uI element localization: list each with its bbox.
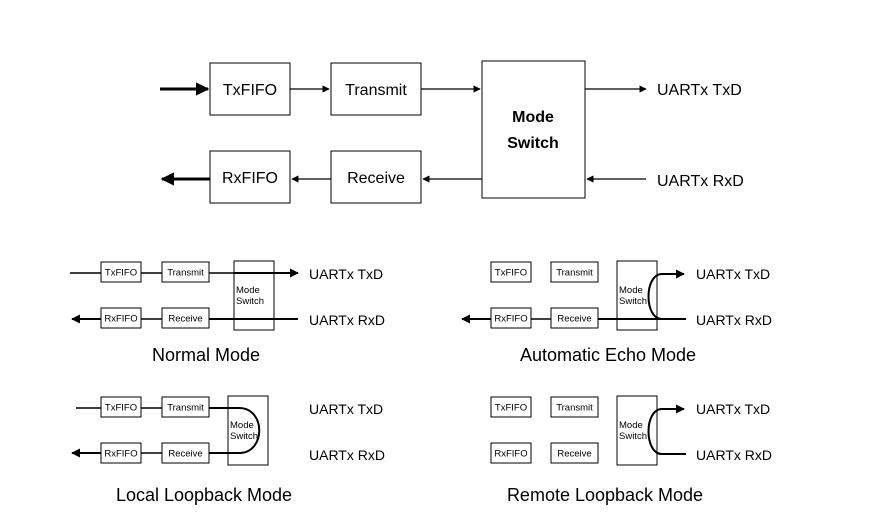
mode-caption: Normal Mode: [152, 345, 260, 365]
txfifo-block: [490, 396, 532, 418]
receive-label: Receive: [557, 449, 591, 460]
txfifo-label: TxFIFO: [105, 403, 137, 414]
mode-caption: Automatic Echo Mode: [520, 345, 696, 365]
transmit-block: [550, 261, 599, 283]
mode-switch-label-line1: Mode: [619, 285, 643, 296]
txfifo-label: TxFIFO: [495, 268, 527, 279]
txfifo-label: TxFIFO: [105, 268, 137, 279]
rxfifo-label: RxFIFO: [494, 314, 527, 325]
txfifo-block: [100, 261, 142, 283]
txd-label: UARTx TxD: [309, 401, 383, 417]
txd-label: UARTx TxD: [696, 266, 770, 282]
txfifo-label: TxFIFO: [495, 403, 527, 414]
mode-caption: Local Loopback Mode: [116, 485, 292, 505]
txfifo-block: [100, 396, 142, 418]
transmit-block: [550, 396, 599, 418]
local-loop-path: [209, 407, 261, 454]
main-diagram: TxFIFO Transmit Mode Switch UARTx TxD UA…: [160, 60, 744, 204]
receive-label: Receive: [347, 170, 405, 187]
txd-label: UARTx TxD: [309, 266, 383, 282]
mode-switch-label-line2: Switch: [236, 296, 264, 307]
mode-caption: Remote Loopback Mode: [507, 485, 703, 505]
transmit-label: Transmit: [556, 403, 593, 414]
receive-block: [330, 150, 422, 204]
rxd-label: UARTx RxD: [657, 173, 744, 190]
transmit-block: [330, 62, 422, 116]
rxd-label: UARTx RxD: [696, 447, 772, 463]
rxfifo-label: RxFIFO: [104, 449, 137, 460]
mode-switch-label-line2: Switch: [507, 135, 559, 152]
rxfifo-block: [490, 442, 532, 464]
txd-label: UARTx TxD: [696, 401, 770, 417]
automatic-echo-mode-diagram: TxFIFO Transmit Mode Switch UARTx TxD UA…: [461, 260, 772, 365]
normal-mode-diagram: TxFIFO Transmit Mode Switch UARTx TxD UA…: [70, 260, 385, 365]
rxfifo-label: RxFIFO: [104, 314, 137, 325]
mode-switch-label-line1: Mode: [236, 285, 260, 296]
txfifo-block: [490, 261, 532, 283]
rxd-label: UARTx RxD: [309, 312, 385, 328]
transmit-label: Transmit: [167, 268, 204, 279]
mode-switch-label-line1: Mode: [230, 420, 254, 431]
mode-switch-label-line2: Switch: [619, 296, 647, 307]
txfifo-label: TxFIFO: [223, 82, 277, 99]
mode-switch-label-line1: Mode: [512, 109, 554, 126]
transmit-label: Transmit: [556, 268, 593, 279]
receive-block: [161, 307, 210, 329]
rxfifo-block: [209, 150, 291, 204]
mode-switch-block: [616, 395, 658, 466]
receive-block: [550, 307, 599, 329]
rxd-label: UARTx RxD: [309, 447, 385, 463]
transmit-block: [161, 261, 210, 283]
receive-label: Receive: [557, 314, 591, 325]
mode-switch-label-line1: Mode: [619, 420, 643, 431]
mode-switch-label-line2: Switch: [619, 431, 647, 442]
receive-label: Receive: [168, 314, 202, 325]
txd-label: UARTx TxD: [657, 82, 742, 99]
transmit-label: Transmit: [345, 82, 407, 99]
remote-loopback-mode-diagram: TxFIFO Transmit Mode Switch UARTx TxD UA…: [490, 395, 772, 505]
mode-switch-label-line2: Switch: [230, 431, 258, 442]
receive-block: [550, 442, 599, 464]
local-loopback-mode-diagram: TxFIFO Transmit Mode Switch UARTx TxD UA…: [71, 395, 385, 505]
rxd-label: UARTx RxD: [696, 312, 772, 328]
rxfifo-label: RxFIFO: [494, 449, 527, 460]
receive-label: Receive: [168, 449, 202, 460]
remote-loop-arrow: [647, 404, 686, 455]
mode-switch-block: [481, 60, 586, 199]
transmit-label: Transmit: [167, 403, 204, 414]
rxfifo-label: RxFIFO: [222, 170, 278, 187]
